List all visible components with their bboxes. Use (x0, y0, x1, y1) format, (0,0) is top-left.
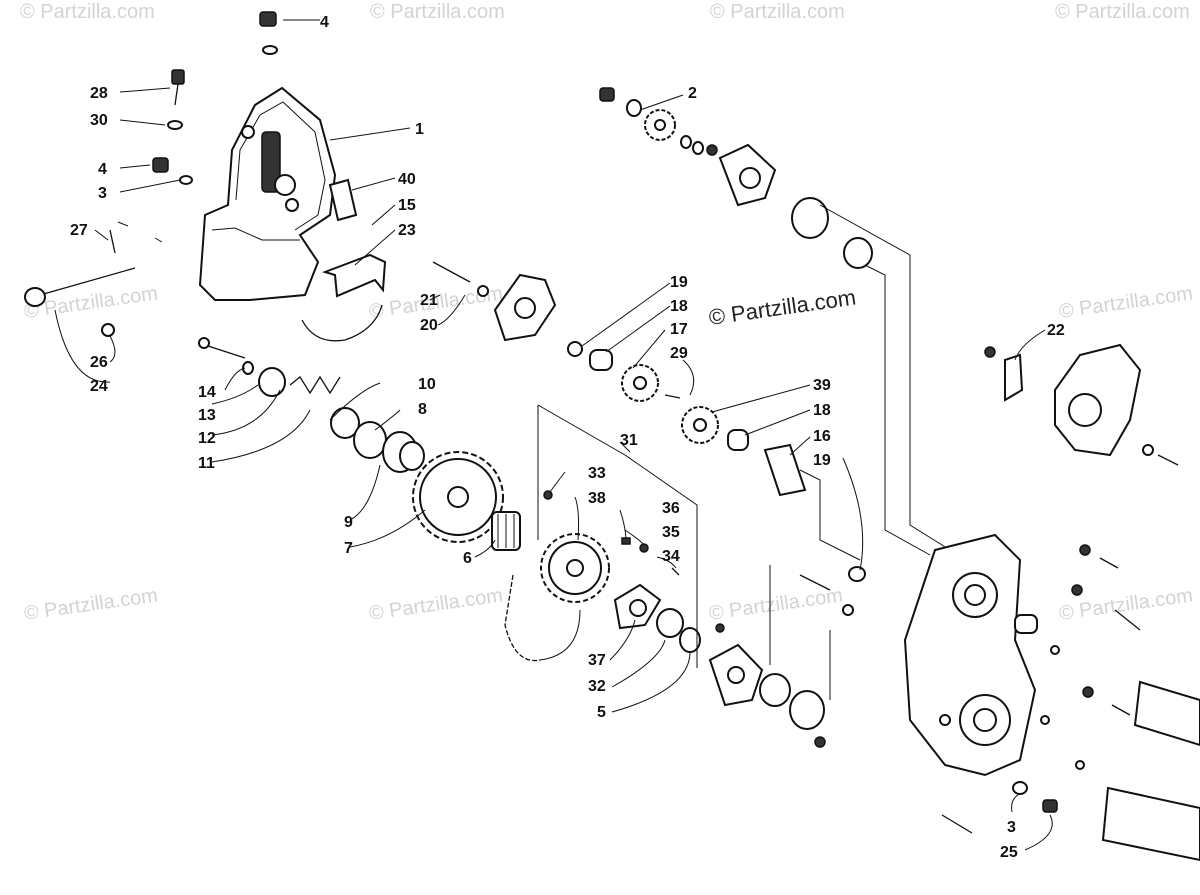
watermark-top-left: © Partzilla.com (20, 1, 155, 23)
watermark-right: © Partzilla.com (1058, 282, 1195, 323)
watermark-center: © Partzilla.com (707, 285, 857, 330)
callout-38: 38 (588, 490, 606, 507)
callout-11: 11 (198, 455, 215, 472)
callout-1: 1 (415, 121, 424, 138)
lever-shaft-24 (24, 221, 163, 337)
lower-shaft (708, 565, 854, 748)
callout-37: 37 (588, 652, 606, 669)
callout-14: 14 (198, 384, 216, 401)
sensor-28 (167, 69, 185, 130)
callout-9: 9 (344, 514, 353, 531)
gearcase-bolts (941, 544, 1141, 834)
shaft-leader-1 (864, 264, 931, 556)
callout-23: 23 (398, 222, 416, 239)
callout-31: 31 (620, 432, 638, 449)
callout-12: 12 (198, 430, 216, 447)
callout-7: 7 (344, 540, 353, 557)
sprocket-7 (412, 451, 504, 543)
callout-25: 25 (1000, 844, 1018, 861)
callout-40: 40 (398, 171, 416, 188)
callout-21: 21 (420, 292, 438, 309)
callout-5: 5 (597, 704, 606, 721)
callout-19-mid: 19 (813, 452, 831, 469)
middle-shaft (432, 261, 866, 582)
upper-shaft (599, 87, 873, 269)
watermark-lower-left: © Partzilla.com (23, 584, 160, 625)
assembly-31-bracket (537, 404, 698, 668)
watermark-top-far: © Partzilla.com (1055, 1, 1190, 23)
callout-2: 2 (688, 85, 697, 102)
bracket-22 (984, 343, 1179, 466)
cover-strap (301, 304, 383, 342)
callout-28: 28 (90, 85, 108, 102)
watermark-lower-center: © Partzilla.com (708, 584, 845, 625)
callout-16: 16 (813, 428, 831, 445)
callout-18-top: 18 (670, 298, 688, 315)
part-34 (671, 567, 680, 576)
callout-29: 29 (670, 345, 688, 362)
plug-4-left (152, 157, 193, 185)
callouts: 4 28 30 1 4 3 40 15 23 27 26 24 2 21 20 … (70, 14, 1065, 861)
callout-26: 26 (90, 354, 108, 371)
callout-leaders (54, 19, 1053, 851)
chain-loop (539, 609, 581, 661)
bearing-32 (656, 608, 684, 638)
part-35 (639, 543, 649, 553)
gear-38 (540, 533, 610, 603)
callout-20: 20 (420, 317, 438, 334)
callout-4-top: 4 (320, 14, 329, 31)
part-33 (543, 490, 553, 500)
callout-27: 27 (70, 222, 88, 239)
watermark-lower-mid: © Partzilla.com (368, 584, 505, 625)
spring-stack (198, 337, 425, 473)
callout-33: 33 (588, 465, 606, 482)
callout-19-top: 19 (670, 274, 688, 291)
plug-4-top (259, 11, 278, 55)
callout-4-left: 4 (98, 161, 107, 178)
callout-10: 10 (418, 376, 436, 393)
callout-17: 17 (670, 321, 688, 338)
watermark-top-right: © Partzilla.com (710, 1, 845, 23)
watermark-top-mid: © Partzilla.com (370, 1, 505, 23)
callout-15: 15 (398, 197, 416, 214)
callout-3-left: 3 (98, 185, 107, 202)
callout-36: 36 (662, 500, 680, 517)
callout-30: 30 (90, 112, 108, 129)
gear-6 (491, 511, 521, 551)
callout-3-bottom: 3 (1007, 819, 1016, 836)
callout-22: 22 (1047, 322, 1065, 339)
shaft-leader-3 (799, 469, 861, 561)
callout-39: 39 (813, 377, 831, 394)
callout-24: 24 (90, 378, 108, 395)
callout-8: 8 (418, 401, 427, 418)
main-gearcase (903, 533, 1038, 777)
callout-13: 13 (198, 407, 216, 424)
plate-40 (328, 178, 358, 222)
callout-6: 6 (463, 550, 472, 567)
drive-chain (504, 574, 541, 662)
callout-35: 35 (662, 524, 680, 541)
callout-32: 32 (588, 678, 606, 695)
callout-18-mid: 18 (813, 402, 831, 419)
callout-34: 34 (662, 548, 680, 565)
chaincase-cover (198, 86, 337, 301)
output-shafts (1101, 680, 1200, 862)
shaft-leader-2 (819, 204, 951, 551)
part-36 (621, 537, 631, 545)
bracket-23 (321, 253, 387, 298)
flange-37 (613, 583, 662, 630)
